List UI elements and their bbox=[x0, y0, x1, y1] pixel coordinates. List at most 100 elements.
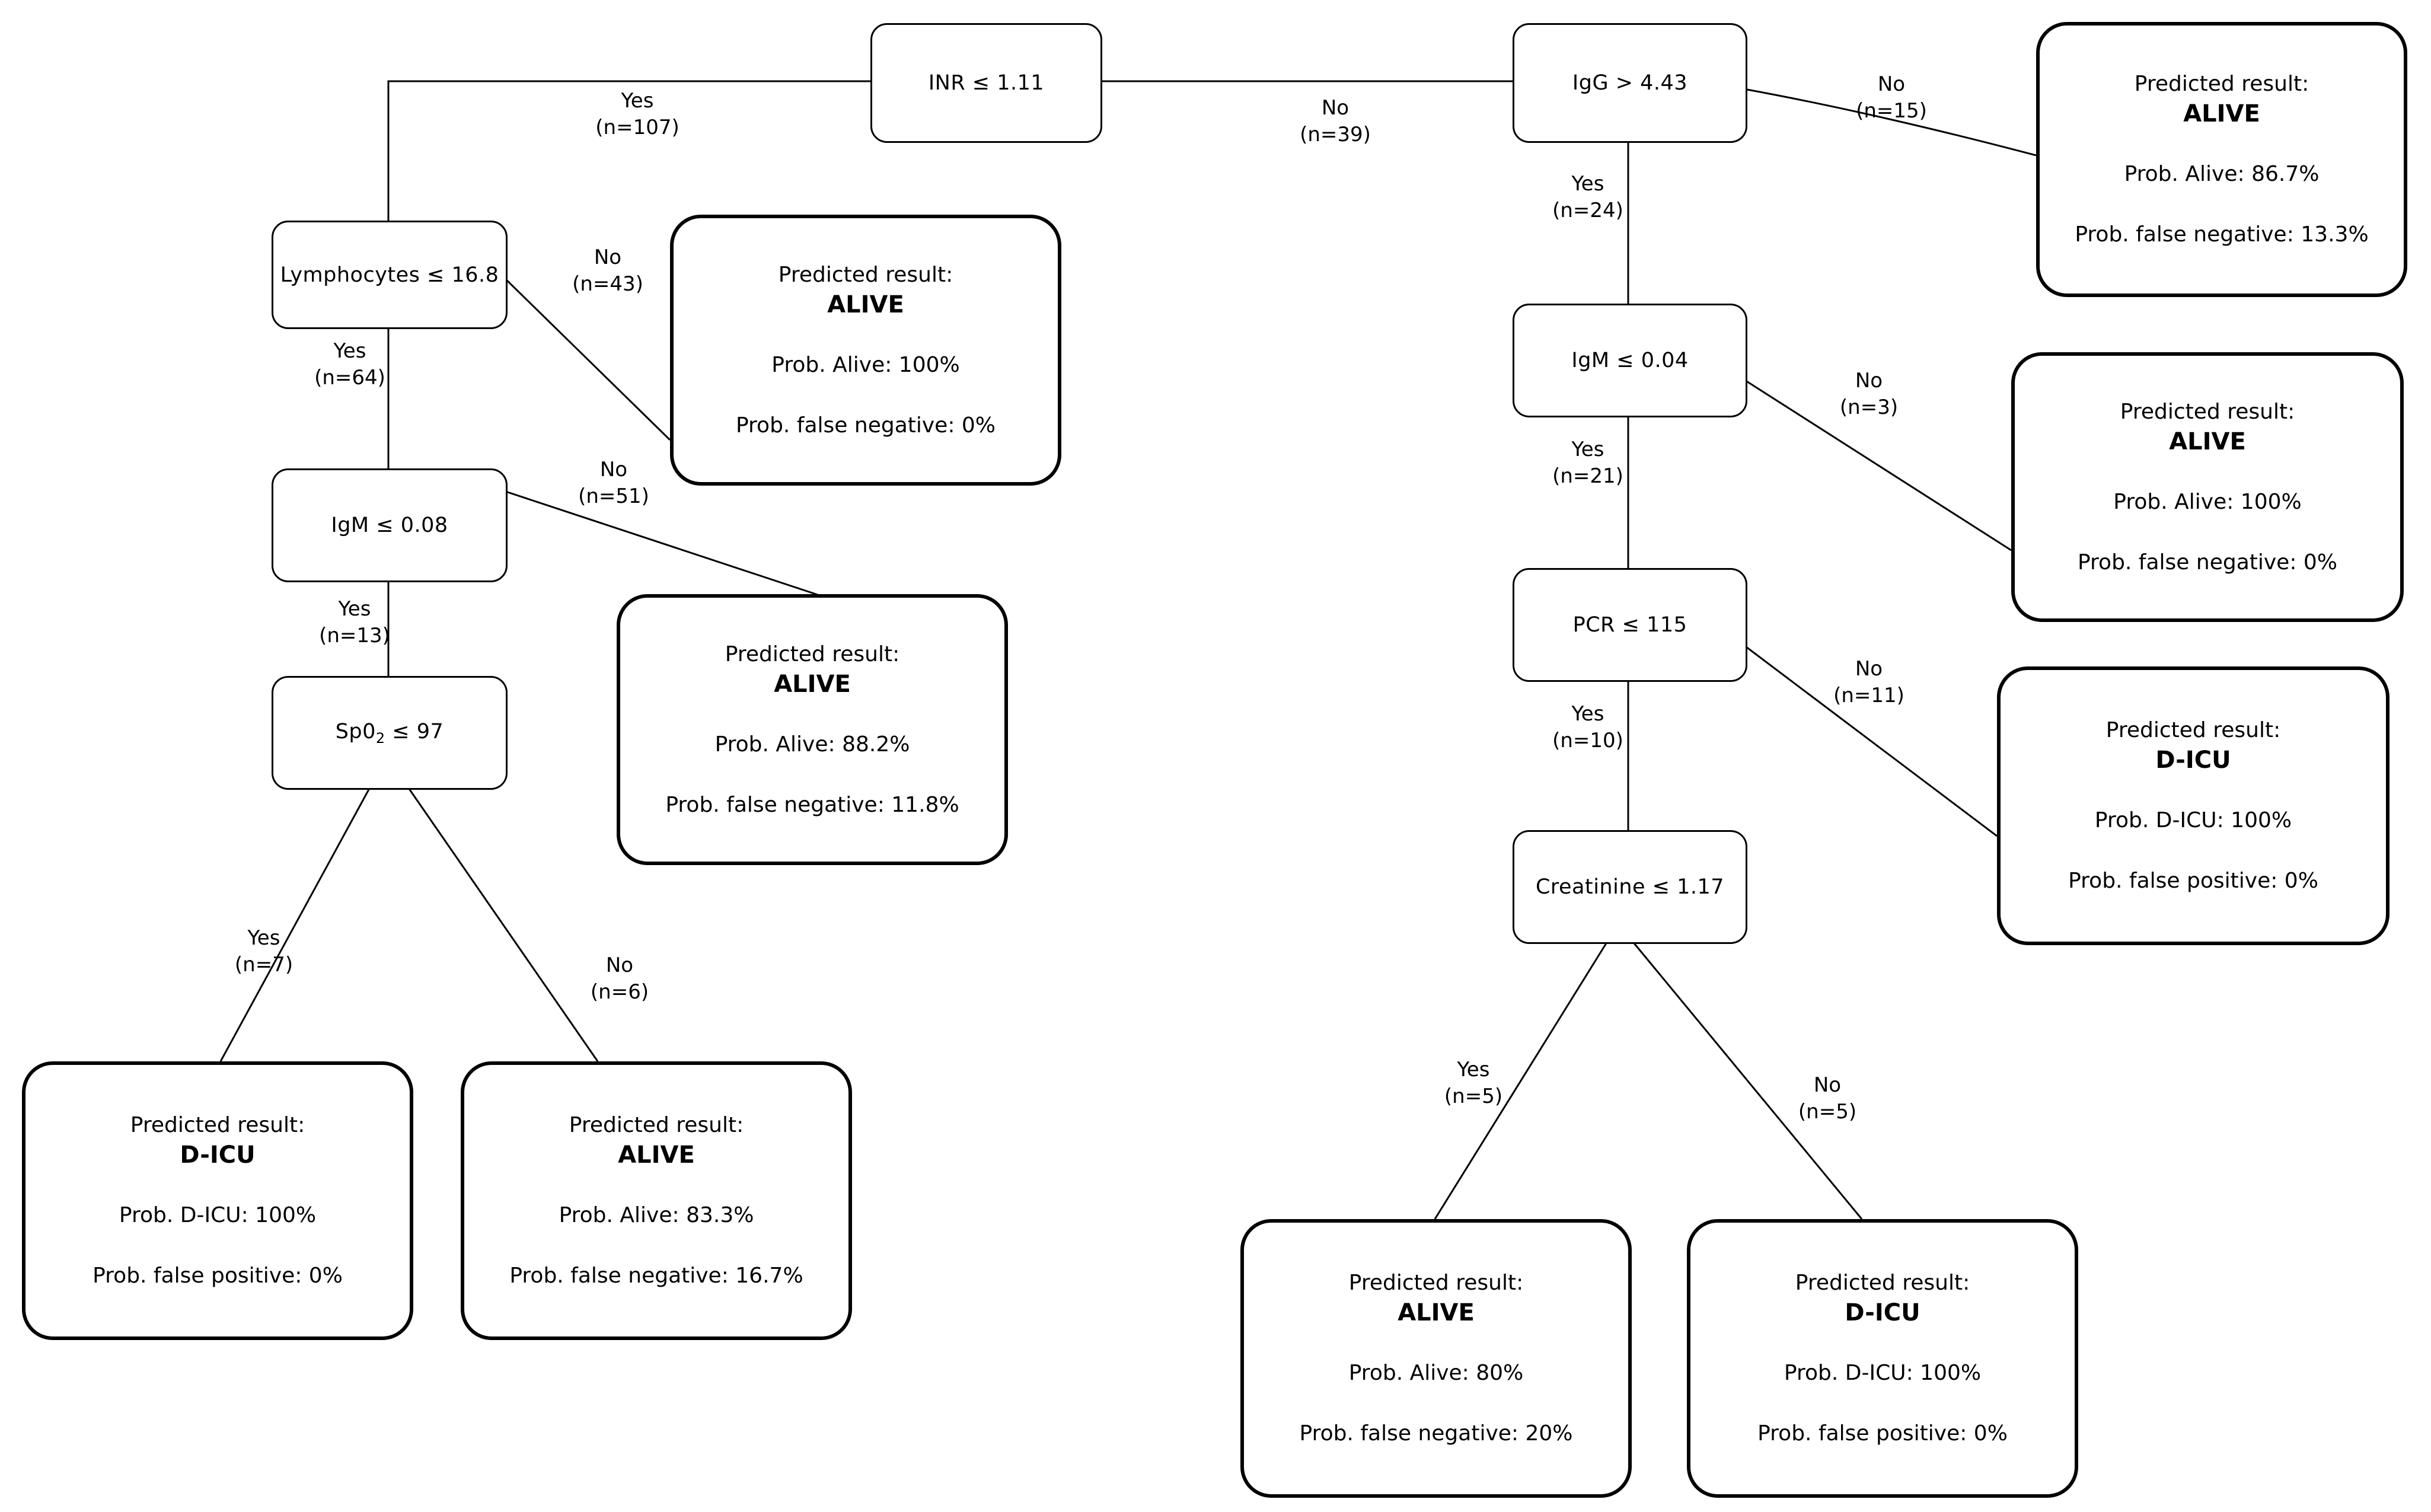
edge-label-line: (n=11) bbox=[1833, 684, 1904, 707]
edge-spo2-yes bbox=[219, 786, 372, 1062]
leaf-result: ALIVE bbox=[2169, 428, 2246, 455]
edge-label-no-n43: No (n=43) bbox=[572, 244, 643, 298]
leaf-node-alive-n6: Predicted result: ALIVE Prob. Alive: 83.… bbox=[461, 1061, 852, 1340]
leaf-node-alive-n5: Predicted result: ALIVE Prob. Alive: 80%… bbox=[1240, 1219, 1632, 1498]
edge-label-line: (n=10) bbox=[1552, 729, 1623, 752]
edge-label-line: (n=39) bbox=[1300, 123, 1371, 146]
edge-label-line: Yes bbox=[338, 597, 371, 621]
leaf-result: D-ICU bbox=[180, 1141, 256, 1169]
leaf-title: Predicted result: bbox=[1795, 1271, 1970, 1295]
edge-label-line: (n=21) bbox=[1552, 464, 1623, 488]
edge-creat-no bbox=[1631, 940, 1863, 1220]
edge-label-no-n3: No (n=3) bbox=[1840, 368, 1898, 421]
leaf-probability: Prob. D-ICU: 100% bbox=[2094, 808, 2292, 832]
decision-node-igm-004-label: IgM ≤ 0.04 bbox=[1571, 349, 1689, 372]
edge-creat-yes bbox=[1434, 940, 1609, 1220]
decision-node-creatinine: Creatinine ≤ 1.17 bbox=[1513, 830, 1747, 944]
leaf-error-rate: Prob. false positive: 0% bbox=[2068, 869, 2318, 893]
decision-node-igg: IgG > 4.43 bbox=[1513, 23, 1747, 143]
leaf-result: ALIVE bbox=[774, 670, 851, 698]
edge-label-line: Yes bbox=[1571, 702, 1604, 726]
leaf-result: D-ICU bbox=[2155, 747, 2231, 774]
edge-igm008-no bbox=[503, 490, 820, 596]
edge-label-no-n5: No (n=5) bbox=[1798, 1072, 1856, 1125]
edge-label-line: (n=13) bbox=[319, 624, 390, 647]
edge-label-line: (n=6) bbox=[590, 980, 649, 1004]
edge-label-no-n39: No (n=39) bbox=[1300, 95, 1371, 148]
leaf-probability: Prob. Alive: 88.2% bbox=[714, 732, 910, 757]
edge-label-line: (n=64) bbox=[314, 366, 385, 390]
edge-label-line: (n=107) bbox=[595, 116, 679, 139]
edge-label-no-n11: No (n=11) bbox=[1833, 656, 1904, 709]
leaf-probability: Prob. Alive: 100% bbox=[771, 352, 960, 377]
decision-node-igm-008: IgM ≤ 0.08 bbox=[272, 468, 508, 582]
spo2-label-main: Sp0 bbox=[335, 719, 376, 744]
leaf-title: Predicted result: bbox=[2134, 72, 2309, 96]
edge-label-line: No bbox=[594, 245, 622, 269]
decision-node-igg-label: IgG > 4.43 bbox=[1572, 71, 1688, 95]
edge-label-yes-n13: Yes (n=13) bbox=[319, 596, 390, 649]
edge-label-line: Yes bbox=[1571, 438, 1604, 461]
edge-igg-no bbox=[1743, 88, 2037, 157]
leaf-node-dicu-n7: Predicted result: D-ICU Prob. D-ICU: 100… bbox=[22, 1061, 413, 1340]
leaf-title: Predicted result: bbox=[778, 262, 953, 287]
edge-label-line: (n=24) bbox=[1552, 199, 1623, 222]
edge-label-line: No bbox=[1855, 657, 1883, 681]
decision-node-lymphocytes-label: Lymphocytes ≤ 16.8 bbox=[280, 263, 499, 287]
leaf-node-alive-n15: Predicted result: ALIVE Prob. Alive: 86.… bbox=[2036, 22, 2407, 297]
edge-label-line: Yes bbox=[1457, 1058, 1490, 1082]
leaf-title: Predicted result: bbox=[2120, 399, 2295, 424]
edge-label-line: No bbox=[1877, 72, 1906, 96]
decision-node-creatinine-label: Creatinine ≤ 1.17 bbox=[1535, 875, 1725, 899]
edge-label-line: No bbox=[1321, 96, 1350, 120]
decision-node-spo2: Sp02 ≤ 97 bbox=[272, 676, 508, 790]
leaf-probability: Prob. D-ICU: 100% bbox=[119, 1203, 317, 1227]
leaf-probability: Prob. Alive: 86.7% bbox=[2124, 162, 2320, 186]
edge-label-line: (n=5) bbox=[1444, 1084, 1503, 1108]
edge-label-no-n6: No (n=6) bbox=[591, 952, 649, 1006]
leaf-node-alive-n43: Predicted result: ALIVE Prob. Alive: 100… bbox=[670, 215, 1061, 486]
leaf-title: Predicted result: bbox=[1348, 1271, 1524, 1295]
edge-spo2-no bbox=[406, 786, 599, 1062]
edge-label-line: Yes bbox=[247, 926, 280, 950]
leaf-result: D-ICU bbox=[1845, 1299, 1920, 1326]
edge-label-line: No bbox=[605, 953, 634, 977]
edge-label-no-n15: No (n=15) bbox=[1856, 71, 1927, 125]
edge-label-yes-n7: Yes (n=7) bbox=[235, 925, 293, 978]
decision-node-pcr: PCR ≤ 115 bbox=[1513, 568, 1747, 682]
leaf-result: ALIVE bbox=[827, 291, 904, 318]
decision-node-igm-004: IgM ≤ 0.04 bbox=[1513, 304, 1747, 417]
leaf-probability: Prob. D-ICU: 100% bbox=[1784, 1361, 1982, 1385]
edge-label-line: Yes bbox=[621, 89, 654, 113]
leaf-title: Predicted result: bbox=[2105, 718, 2281, 742]
decision-node-igm-008-label: IgM ≤ 0.08 bbox=[331, 513, 448, 537]
decision-node-inr-label: INR ≤ 1.11 bbox=[928, 71, 1045, 95]
edge-label-line: Yes bbox=[333, 339, 366, 363]
spo2-label-subscript: 2 bbox=[375, 729, 385, 747]
leaf-title: Predicted result: bbox=[569, 1113, 744, 1137]
edge-lymph-no bbox=[503, 276, 671, 441]
edge-pcr-no bbox=[1743, 644, 1998, 837]
leaf-error-rate: Prob. false negative: 0% bbox=[2077, 550, 2338, 575]
edge-label-yes-n10: Yes (n=10) bbox=[1552, 701, 1623, 754]
decision-node-inr: INR ≤ 1.11 bbox=[870, 23, 1102, 143]
spo2-label-rest: ≤ 97 bbox=[385, 719, 444, 744]
decision-node-lymphocytes: Lymphocytes ≤ 16.8 bbox=[272, 221, 508, 329]
leaf-result: ALIVE bbox=[2183, 100, 2260, 127]
leaf-error-rate: Prob. false negative: 16.7% bbox=[509, 1264, 803, 1288]
edge-label-line: (n=3) bbox=[1839, 395, 1899, 419]
edge-label-no-n51: No (n=51) bbox=[578, 457, 649, 510]
leaf-node-alive-n51: Predicted result: ALIVE Prob. Alive: 88.… bbox=[617, 594, 1008, 865]
edge-label-line: (n=5) bbox=[1798, 1100, 1857, 1124]
edge-label-line: (n=7) bbox=[234, 953, 293, 977]
leaf-probability: Prob. Alive: 80% bbox=[1348, 1361, 1524, 1385]
edge-label-yes-n21: Yes (n=21) bbox=[1552, 436, 1623, 490]
leaf-node-dicu-n11: Predicted result: D-ICU Prob. D-ICU: 100… bbox=[1997, 666, 2389, 945]
edge-label-yes-n107: Yes (n=107) bbox=[595, 88, 679, 141]
edge-label-line: (n=43) bbox=[572, 272, 643, 296]
leaf-error-rate: Prob. false positive: 0% bbox=[1757, 1421, 2008, 1446]
decision-node-pcr-label: PCR ≤ 115 bbox=[1572, 613, 1687, 637]
edge-label-line: (n=15) bbox=[1856, 99, 1927, 123]
